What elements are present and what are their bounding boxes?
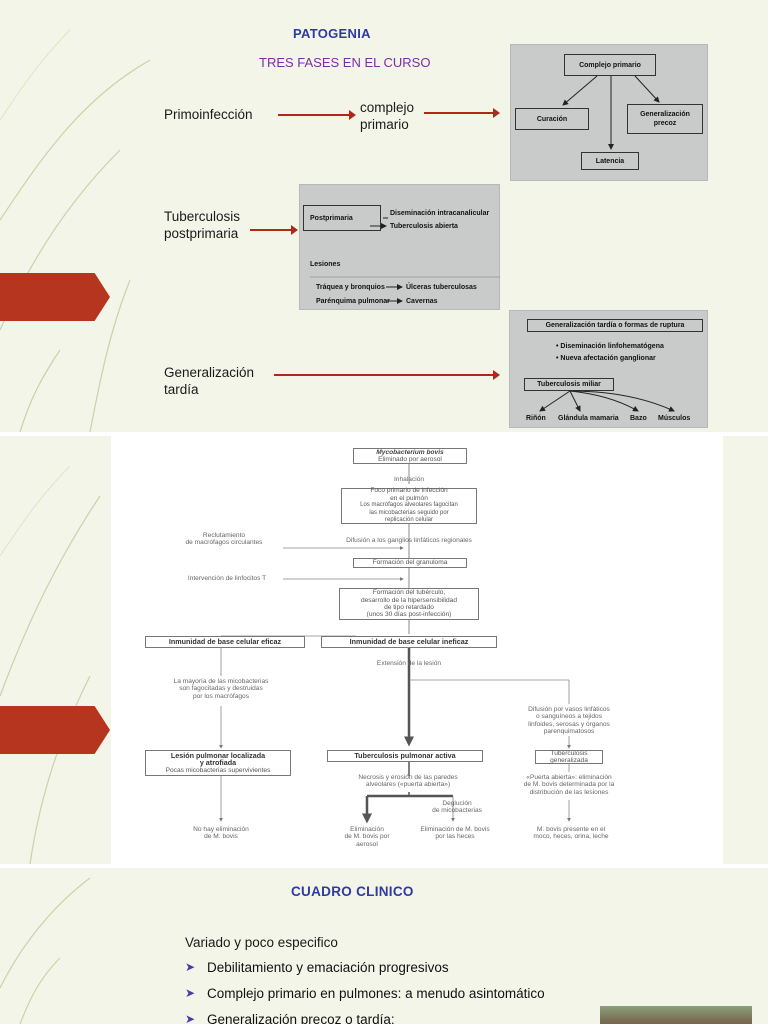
text-diseminacion-linfo: • Diseminación linfohematógena bbox=[556, 343, 664, 350]
arrowhead-bullet-icon: ➤ bbox=[185, 1012, 196, 1024]
text-rinon: Riñón bbox=[526, 415, 546, 422]
diagram-arrows-icon bbox=[562, 75, 660, 150]
node-latencia: Latencia bbox=[581, 152, 639, 170]
text-glandula: Glándula mamaria bbox=[558, 415, 619, 422]
generalizacion-label: Generalización tardía bbox=[164, 365, 255, 397]
text-bazo: Bazo bbox=[630, 415, 647, 422]
slide-separator bbox=[0, 864, 768, 868]
text-diseminacion: Diseminación intracanalicular bbox=[390, 210, 490, 217]
leaf-decoration-icon bbox=[0, 877, 91, 1024]
slide-title: PATOGENIA bbox=[293, 26, 371, 41]
node-inmunidad-eficaz: Inmunidad de base celular eficaz bbox=[145, 636, 305, 648]
generalizacion-tardia-diagram: Generalización tardía o formas de ruptur… bbox=[509, 310, 708, 428]
slide-patogenia: PATOGENIA TRES FASES EN EL CURSO Primoin… bbox=[0, 0, 768, 432]
node-granuloma: Formación del granuloma bbox=[353, 558, 467, 568]
complejo-label: complejo primario bbox=[360, 100, 415, 132]
slide-title: CUADRO CLINICO bbox=[291, 884, 414, 899]
red-tab-marker bbox=[0, 706, 110, 754]
list-item: ➤Complejo primario en pulmones: a menudo… bbox=[185, 985, 545, 1001]
slide-subtitle: TRES FASES EN EL CURSO bbox=[259, 55, 431, 70]
diagram-arrows-icon bbox=[539, 390, 675, 412]
arrowhead-bullet-icon: ➤ bbox=[185, 986, 196, 1000]
complejo-primario-diagram: Complejo primario Curación Generalizació… bbox=[510, 44, 708, 181]
text-parenquima: Parénquima pulmonar bbox=[316, 298, 390, 305]
pathogenesis-flowchart: Mycobacterium bovis Eliminado por aeroso… bbox=[111, 436, 723, 864]
list-item: ➤Generalización precoz o tardía: bbox=[185, 1011, 395, 1024]
arrow-right-icon bbox=[424, 108, 500, 118]
arrow-right-icon bbox=[278, 110, 356, 120]
node-tuberculo: Formación del tubérculo,desarrollo de la… bbox=[339, 588, 479, 620]
text-extension-lesion: Extensión de la lesión bbox=[376, 660, 442, 667]
text-nueva-afectacion: • Nueva afectación ganglionar bbox=[556, 355, 656, 362]
node-postprimaria: Postprimaria bbox=[303, 205, 381, 231]
flowchart-connectors-icon bbox=[219, 464, 571, 824]
node-mycobacterium-bovis: Mycobacterium bovis Eliminado por aeroso… bbox=[353, 448, 467, 464]
node-curacion: Curación bbox=[515, 108, 589, 130]
postprimaria-diagram: Postprimaria Diseminación intracanalicul… bbox=[299, 184, 500, 310]
text-linfocitos-t: Intervención de linfocitos T bbox=[187, 575, 267, 582]
arrow-right-icon bbox=[250, 225, 298, 235]
node-complejo-primario: Complejo primario bbox=[564, 54, 656, 76]
list-item: ➤Debilitamiento y emaciación progresivos bbox=[185, 959, 449, 975]
text-musculos: Músculos bbox=[658, 415, 691, 422]
node-lesion-localizada: Lesión pulmonar localizada y atrofiada P… bbox=[145, 750, 291, 776]
text-cavernas: Cavernas bbox=[406, 298, 438, 305]
red-tab-marker bbox=[0, 273, 110, 321]
text-ulceras: Úlceras tuberculosas bbox=[406, 284, 477, 291]
node-tuberculosis-activa: Tuberculosis pulmonar activa bbox=[327, 750, 483, 762]
text-lesiones: Lesiones bbox=[310, 261, 341, 268]
leaf-decoration-icon bbox=[0, 465, 101, 864]
diagram-arrows-icon bbox=[310, 217, 500, 304]
text-tuberculosis-abierta: Tuberculosis abierta bbox=[390, 223, 458, 230]
slide-flowchart: Mycobacterium bovis Eliminado por aeroso… bbox=[0, 436, 768, 864]
primoinfeccion-label: Primoinfección bbox=[164, 107, 253, 122]
text-inhalacion: Inhalación bbox=[393, 476, 425, 483]
symptom-list: ➤Debilitamiento y emaciación progresivos… bbox=[185, 954, 545, 1024]
arrowhead-bullet-icon: ➤ bbox=[185, 960, 196, 974]
node-inmunidad-ineficaz: Inmunidad de base celular ineficaz bbox=[321, 636, 497, 648]
arrow-right-icon bbox=[274, 370, 500, 380]
slide-separator bbox=[0, 432, 768, 436]
node-generalizacion-tardia: Generalización tardía o formas de ruptur… bbox=[527, 319, 703, 332]
intro-text: Variado y poco especifico bbox=[185, 935, 338, 950]
postprimaria-label: Tuberculosis postprimaria bbox=[164, 209, 241, 241]
cattle-photo bbox=[600, 1006, 752, 1024]
text-traquea: Tráquea y bronquios bbox=[316, 284, 385, 291]
text-difusion-ganglios: Difusión a los ganglios linfáticos regio… bbox=[346, 537, 472, 544]
slide-cuadro-clinico: CUADRO CLINICO Variado y poco especifico… bbox=[0, 868, 768, 1024]
node-tuberculosis-miliar: Tuberculosis miliar bbox=[524, 378, 614, 391]
